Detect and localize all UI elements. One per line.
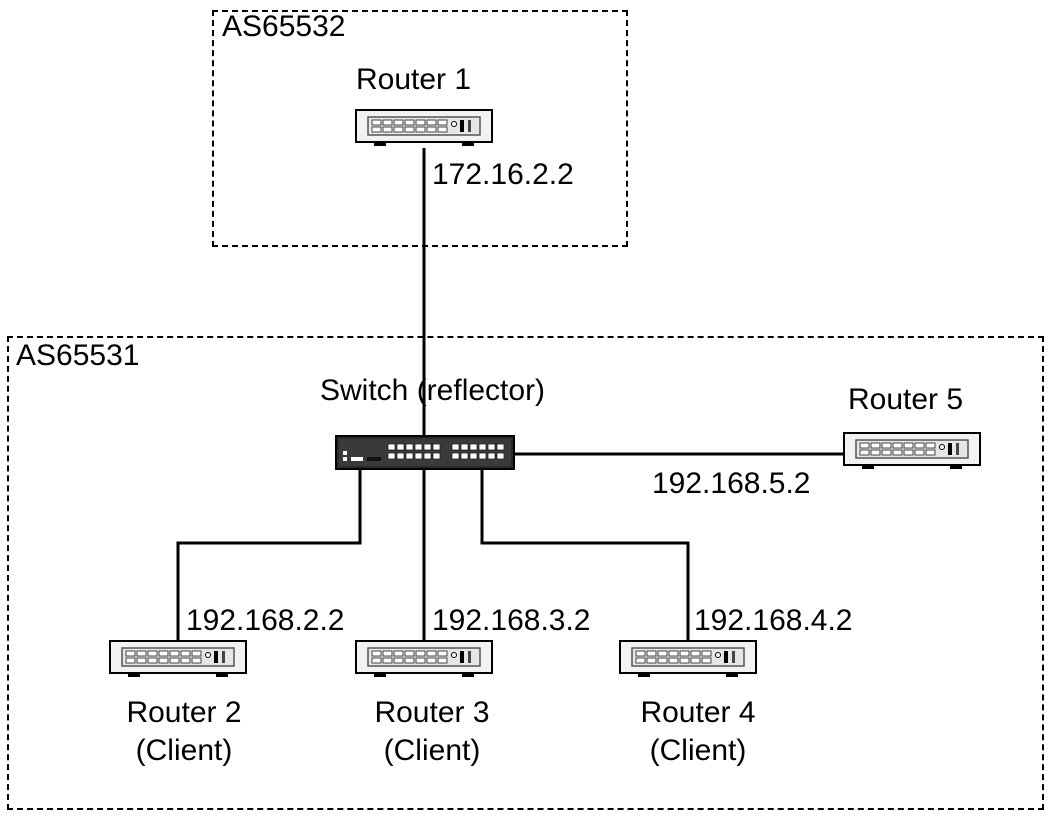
- router-3-role: (Client): [383, 734, 481, 767]
- router-2-icon[interactable]: [109, 640, 247, 678]
- router-4-name: Router 4: [640, 696, 756, 729]
- router-5-icon[interactable]: [843, 432, 981, 470]
- switch-label: Switch (reflector): [320, 374, 546, 407]
- router-3-icon[interactable]: [355, 640, 493, 678]
- router-3-name: Router 3: [374, 696, 490, 729]
- router-2-role: (Client): [135, 734, 233, 767]
- router-4-icon[interactable]: [619, 640, 757, 678]
- router-2-name: Router 2: [126, 696, 242, 729]
- router-5-name: Router 5: [848, 383, 964, 416]
- as65531-label: AS65531: [16, 339, 140, 372]
- router-1-icon[interactable]: [355, 109, 493, 147]
- router-1-name: Router 1: [356, 63, 472, 96]
- router-5-ip: 192.168.5.2: [652, 467, 811, 500]
- router-4-role: (Client): [649, 734, 747, 767]
- as65531-boundary: [7, 336, 1044, 810]
- link-switch-router4: [480, 470, 690, 643]
- switch-icon[interactable]: [335, 435, 515, 470]
- router-2-ip: 192.168.2.2: [186, 604, 345, 637]
- as65532-label: AS65532: [222, 10, 346, 43]
- router-4-ip: 192.168.4.2: [694, 604, 853, 637]
- link-switch-router2: [176, 470, 362, 643]
- router-1-ip: 172.16.2.2: [432, 158, 574, 191]
- router-3-ip: 192.168.3.2: [432, 604, 591, 637]
- as65532-boundary: [212, 10, 628, 247]
